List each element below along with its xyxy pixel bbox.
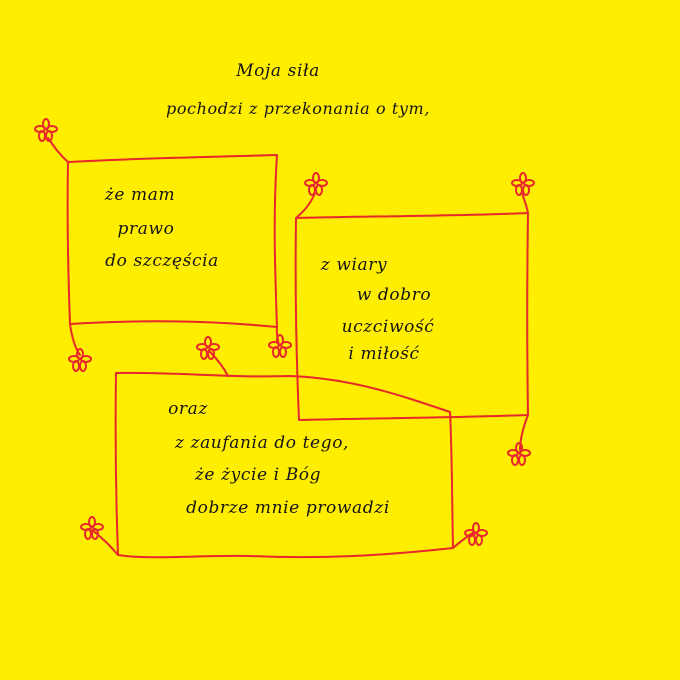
- flower-icon: [268, 334, 292, 358]
- flower-icon: [464, 522, 488, 546]
- flower-icon: [80, 516, 104, 540]
- flower-icon: [68, 348, 92, 372]
- heading-line-2: pochodzi z przekonania o tym,: [165, 99, 431, 118]
- heading-line-1: Moja siła: [236, 61, 320, 81]
- stem: [521, 192, 529, 214]
- happiness-line-1: że mam: [104, 185, 176, 205]
- frame-faith: [294, 212, 529, 421]
- flower-icon: [304, 172, 328, 196]
- stem: [91, 529, 119, 556]
- frame-happiness: [66, 154, 278, 328]
- stem: [47, 137, 69, 163]
- trust-line-3: że życie i Bóg: [194, 465, 322, 485]
- faith-line-1: z wiary: [320, 255, 388, 275]
- stem: [452, 531, 475, 549]
- happiness-line-2: prawo: [117, 219, 175, 239]
- faith-line-4: i miłość: [348, 344, 420, 364]
- flower-icon: [507, 442, 531, 466]
- flower-icon: [511, 172, 535, 196]
- happiness-line-3: do szczęścia: [105, 251, 219, 271]
- stem: [295, 192, 316, 219]
- trust-line-1: oraz: [168, 399, 208, 419]
- flower-icon: [34, 118, 58, 142]
- stem: [519, 414, 529, 451]
- flower-icon: [196, 336, 220, 360]
- trust-line-2: z zaufania do tego,: [174, 433, 350, 453]
- faith-line-3: uczciwość: [341, 317, 435, 337]
- faith-line-2: w dobro: [356, 285, 432, 305]
- stem: [209, 351, 229, 377]
- trust-line-4: dobrze mnie prowadzi: [186, 498, 390, 518]
- stem: [69, 323, 81, 356]
